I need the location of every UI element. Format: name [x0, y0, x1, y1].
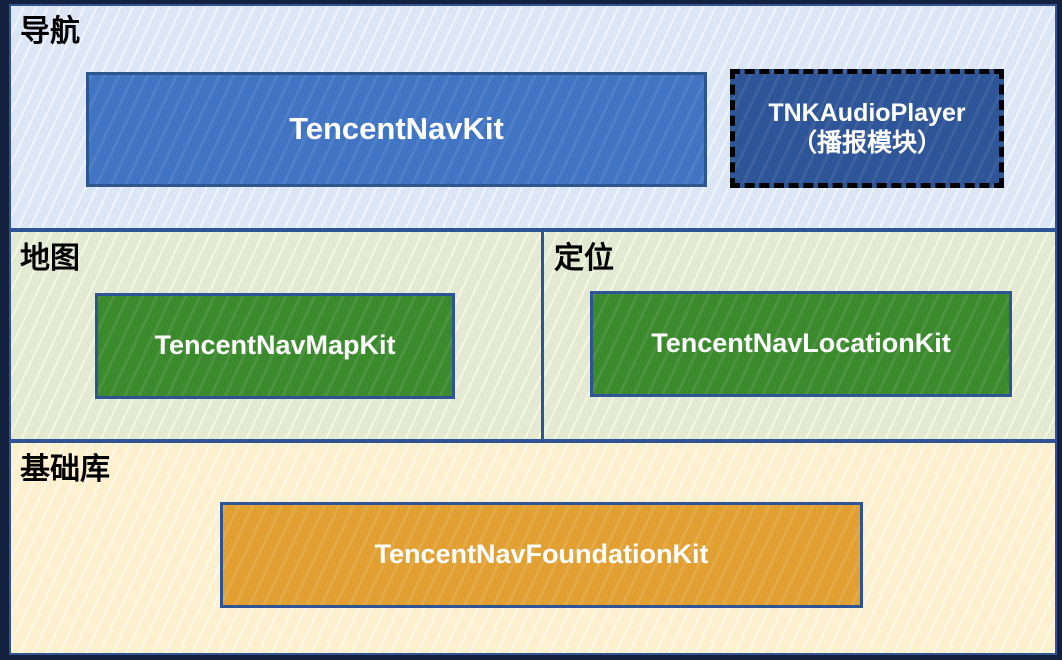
layer-title-map: 地图	[20, 242, 80, 275]
layer-title-foundation: 基础库	[20, 453, 110, 486]
module-label-tencent-nav-kit: TencentNavKit	[289, 111, 504, 147]
module-tencent-nav-kit[interactable]: TencentNavKit	[86, 72, 707, 187]
module-sublabel-tnk-audio-player: （播报模块）	[791, 129, 942, 157]
module-tencent-nav-foundation-kit[interactable]: TencentNavFoundationKit	[220, 502, 863, 608]
module-tnk-audio-player[interactable]: TNKAudioPlayer （播报模块）	[730, 69, 1004, 188]
module-label-tencent-nav-location-kit: TencentNavLocationKit	[651, 328, 951, 359]
module-label-tencent-nav-foundation-kit: TencentNavFoundationKit	[374, 539, 709, 570]
module-label-tencent-nav-map-kit: TencentNavMapKit	[154, 330, 396, 361]
module-tencent-nav-map-kit[interactable]: TencentNavMapKit	[95, 293, 455, 399]
layer-title-navigation: 导航	[20, 15, 80, 48]
module-label-tnk-audio-player: TNKAudioPlayer	[768, 98, 966, 127]
module-tencent-nav-location-kit[interactable]: TencentNavLocationKit	[590, 291, 1012, 397]
layer-title-location: 定位	[554, 242, 614, 275]
